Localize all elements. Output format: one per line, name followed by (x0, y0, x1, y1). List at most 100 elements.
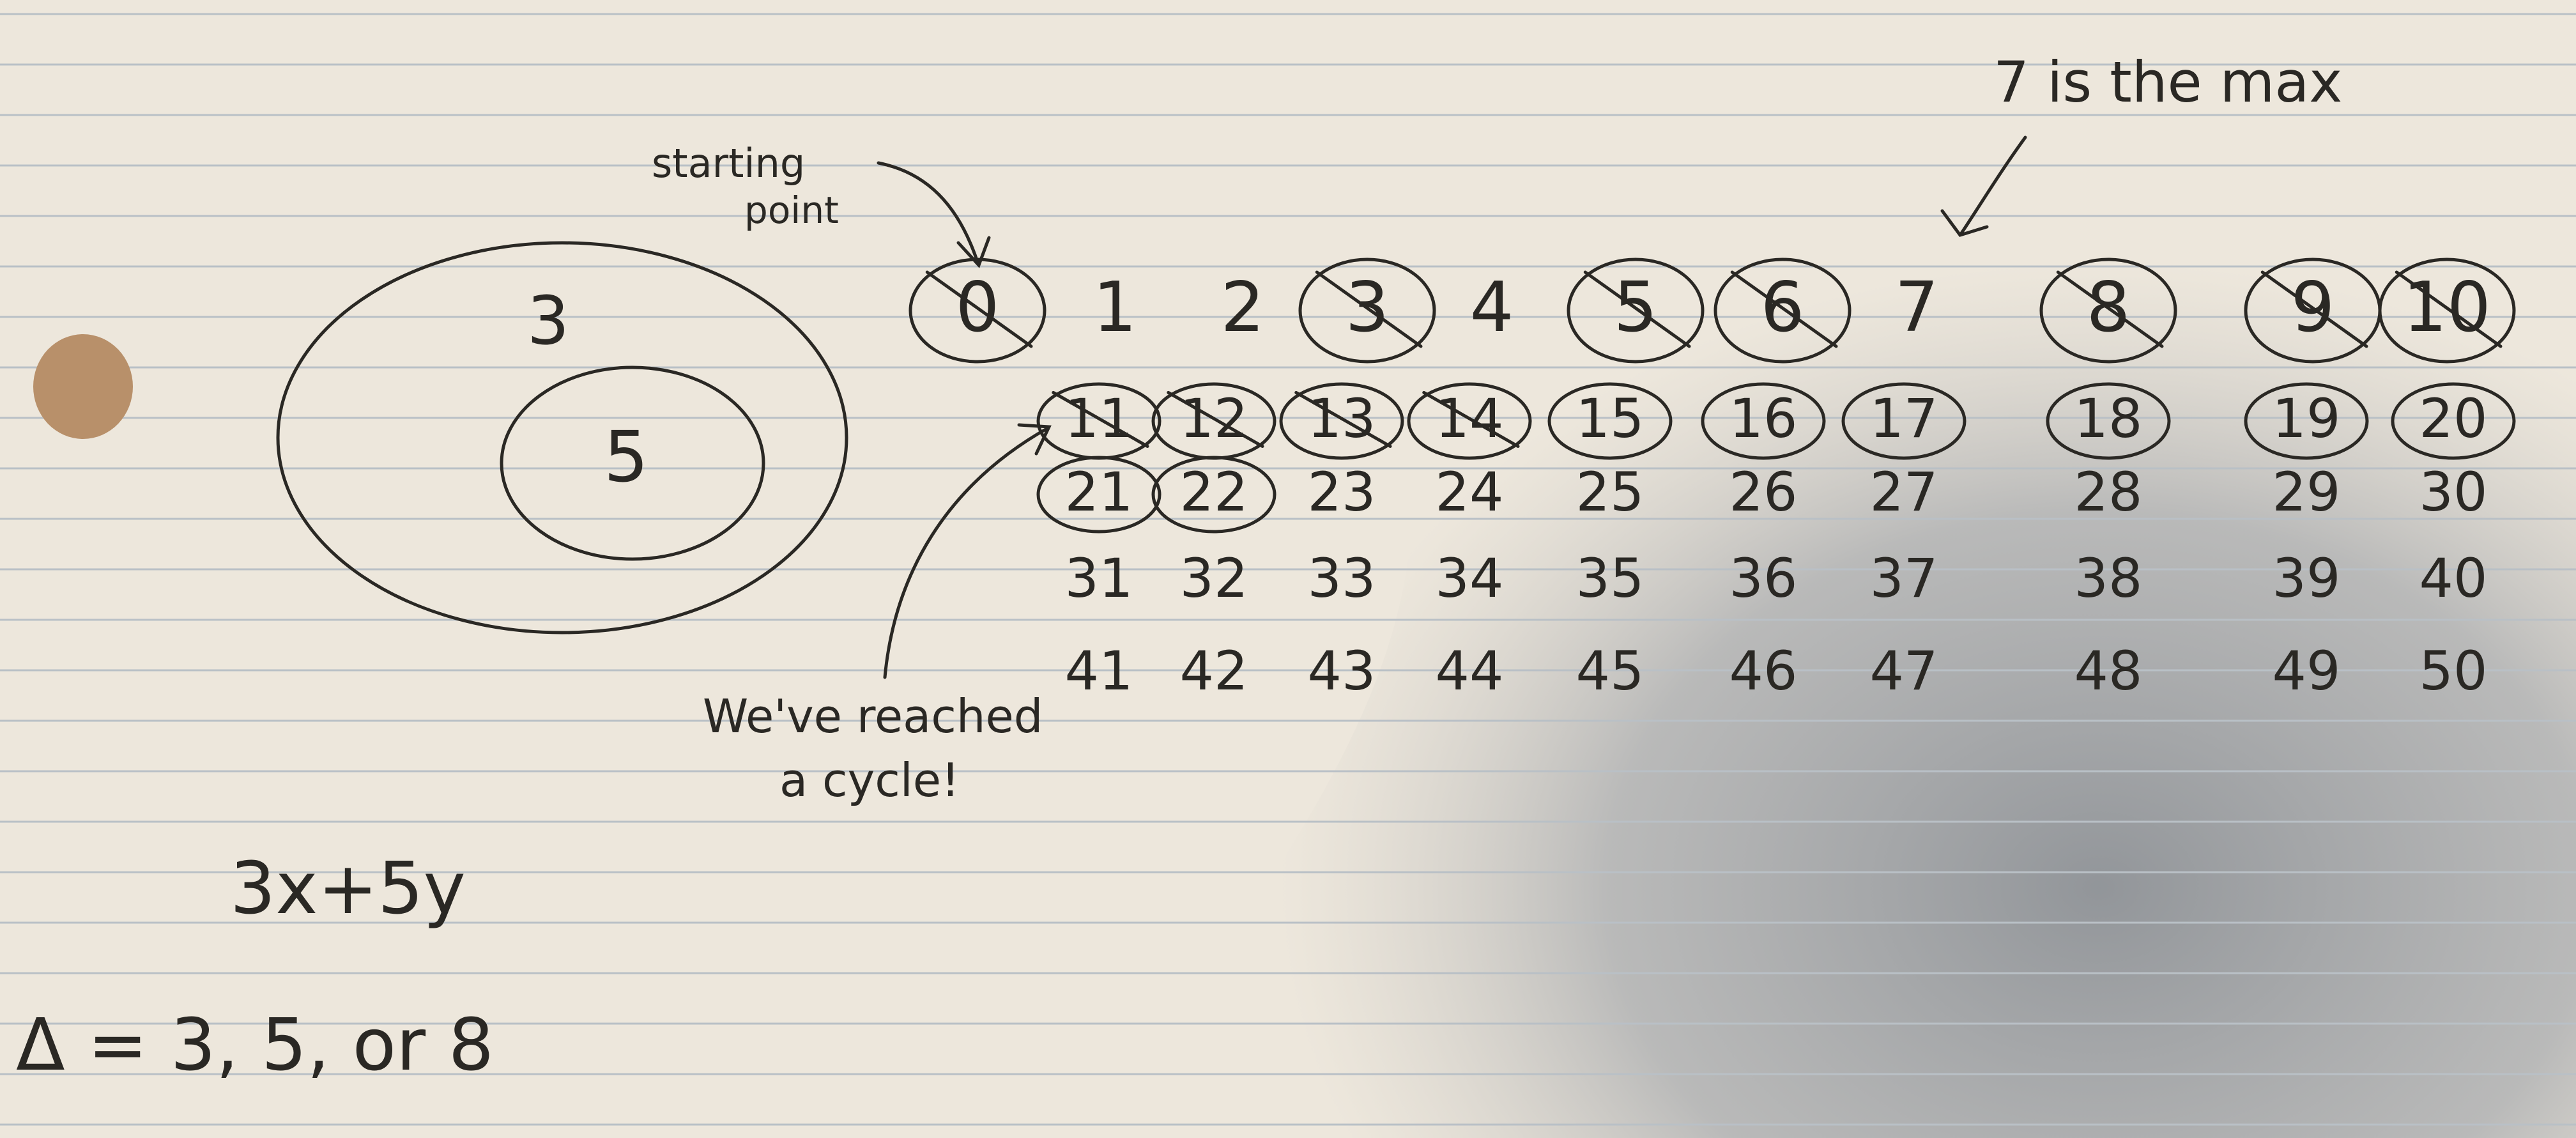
number-circle (2046, 382, 2171, 460)
grid-number: 23 (1307, 461, 1376, 523)
cross-out-stroke (1294, 390, 1392, 448)
grid-number: 49 (2272, 640, 2341, 702)
outer-circle (276, 241, 848, 634)
max-note: 7 is the max (1993, 49, 2343, 115)
cross-out-stroke (1167, 390, 1264, 448)
grid-number: 21 (1064, 461, 1133, 523)
grid-number: 12 (1179, 387, 1248, 450)
number-circle (1701, 382, 1826, 460)
grid-number: 0 (955, 268, 1000, 348)
grid-number: 31 (1064, 547, 1133, 610)
grid-number: 25 (1575, 461, 1644, 523)
grid-number: 48 (2074, 640, 2143, 702)
grid-number: 1 (1092, 268, 1137, 348)
number-circle (908, 258, 1046, 364)
grid-number: 7 (1894, 268, 1939, 348)
grid-number: 35 (1575, 547, 1644, 610)
grid-number: 43 (1307, 640, 1376, 702)
grid-number: 38 (2074, 547, 2143, 610)
binder-hole (33, 334, 133, 439)
outer-circle-label: 3 (527, 282, 570, 360)
number-circle (1567, 258, 1705, 364)
grid-number: 2 (1220, 268, 1265, 348)
grid-number: 3 (1345, 268, 1390, 348)
start-note-line2: point (744, 188, 839, 232)
delta-note: Δ = 3, 5, or 8 (16, 1004, 494, 1087)
number-circle (1841, 382, 1966, 460)
grid-number: 17 (1869, 387, 1938, 450)
grid-number: 14 (1435, 387, 1504, 450)
grid-number: 44 (1435, 640, 1504, 702)
grid-number: 13 (1307, 387, 1376, 450)
cross-out-stroke (1422, 390, 1520, 448)
inner-circle-label: 5 (604, 416, 648, 498)
grid-number: 47 (1869, 640, 1938, 702)
grid-number: 32 (1179, 547, 1248, 610)
grid-number: 29 (2272, 461, 2341, 523)
grid-number: 39 (2272, 547, 2341, 610)
start-arrow (877, 161, 979, 264)
grid-number: 37 (1869, 547, 1938, 610)
cycle-arrow-head (1017, 423, 1052, 456)
number-circle (1151, 456, 1276, 534)
grid-marks (908, 258, 2516, 534)
start-note-line1: starting (652, 140, 806, 187)
grid-number: 36 (1729, 547, 1798, 610)
grid-number: 50 (2419, 640, 2488, 702)
grid-number: 26 (1729, 461, 1798, 523)
grid-number: 46 (1729, 640, 1798, 702)
grid-number: 45 (1575, 640, 1644, 702)
number-circle (2391, 382, 2516, 460)
number-circle (1407, 382, 1532, 460)
number-circle (1279, 382, 1404, 460)
max-arrow-head (1940, 209, 1989, 237)
cross-out-stroke (2260, 270, 2368, 348)
cycle-arrow (883, 426, 1050, 679)
grid-number: 41 (1064, 640, 1133, 702)
number-circle (2244, 382, 2369, 460)
max-arrow (1959, 135, 2027, 235)
number-circle (1713, 258, 1851, 364)
ruled-lines (0, 13, 2576, 1126)
cross-out-stroke (1315, 270, 1423, 348)
grid-number: 5 (1613, 268, 1658, 348)
cross-out-stroke (1730, 270, 1838, 348)
grid-number: 9 (2290, 268, 2335, 348)
grid-number: 27 (1869, 461, 1938, 523)
grid-number: 11 (1064, 387, 1133, 450)
grid-number: 20 (2419, 387, 2488, 450)
grid-number: 34 (1435, 547, 1504, 610)
number-circle (1298, 258, 1436, 364)
grid-number: 6 (1760, 268, 1805, 348)
number-circle (2039, 258, 2177, 364)
cross-out-stroke (2056, 270, 2164, 348)
cross-out-stroke (925, 270, 1033, 348)
cross-out-stroke (1052, 390, 1149, 448)
number-circle (1036, 456, 1162, 534)
start-arrow-head (956, 236, 991, 268)
grid-number: 22 (1179, 461, 1248, 523)
cross-out-stroke (2395, 270, 2503, 348)
grid-number: 24 (1435, 461, 1504, 523)
grid-number: 30 (2419, 461, 2488, 523)
number-circle (2378, 258, 2516, 364)
grid-number: 33 (1307, 547, 1376, 610)
expression: 3x+5y (230, 847, 466, 930)
grid-number: 8 (2086, 268, 2131, 348)
cycle-note-line2: a cycle! (779, 753, 960, 807)
grid-number: 18 (2074, 387, 2143, 450)
grid-number: 4 (1469, 268, 1514, 348)
cross-out-stroke (1583, 270, 1691, 348)
inner-circle (500, 365, 765, 561)
grid-number: 10 (2403, 268, 2491, 348)
grid-number: 28 (2074, 461, 2143, 523)
cycle-note-line1: We've reached (703, 689, 1043, 743)
grid-number: 19 (2272, 387, 2341, 450)
number-circle (1547, 382, 1673, 460)
grid-number: 42 (1179, 640, 1248, 702)
grid-number: 40 (2419, 547, 2488, 610)
grid-number: 16 (1729, 387, 1798, 450)
